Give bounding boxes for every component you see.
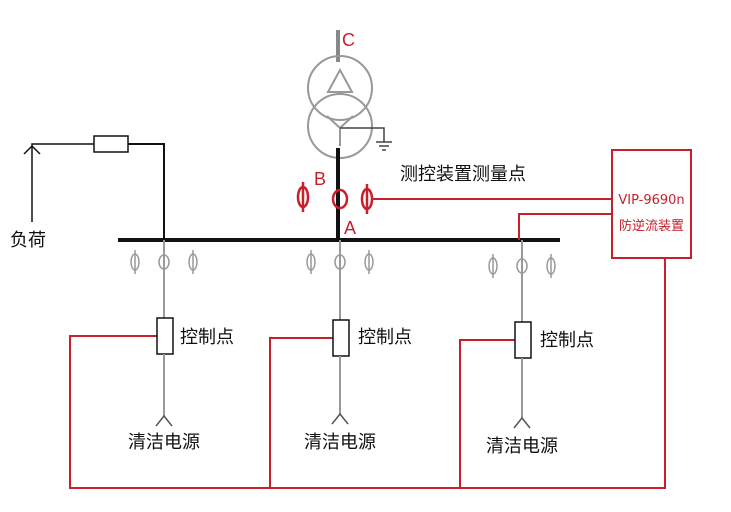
measurement-ct-group bbox=[296, 182, 374, 214]
control-point-switch-1 bbox=[156, 317, 174, 355]
device-feedback-line bbox=[518, 213, 612, 240]
label-point-c: C bbox=[342, 30, 355, 50]
control-point-switch-3 bbox=[514, 321, 532, 359]
clean-source-branch-1 bbox=[130, 240, 198, 427]
label-clean-source-2: 清洁电源 bbox=[304, 432, 376, 453]
label-control-point-3: 控制点 bbox=[540, 330, 594, 351]
anti-backflow-device bbox=[611, 149, 692, 259]
device-name: 防逆流装置 bbox=[619, 218, 684, 234]
control-wiring bbox=[69, 258, 666, 489]
clean-source-branch-3 bbox=[488, 240, 556, 429]
label-control-point-2: 控制点 bbox=[358, 327, 412, 348]
label-clean-source-3: 清洁电源 bbox=[486, 436, 558, 457]
label-load: 负荷 bbox=[10, 230, 46, 251]
device-model: VIP-9690n bbox=[618, 193, 684, 208]
label-clean-source-1: 清洁电源 bbox=[128, 432, 200, 453]
control-point-switch-2 bbox=[332, 319, 350, 357]
label-measure-point: 测控装置测量点 bbox=[400, 164, 526, 185]
load-branch bbox=[23, 135, 165, 240]
label-point-b: B bbox=[314, 169, 326, 189]
label-point-a: A bbox=[344, 218, 356, 238]
clean-source-branch-2 bbox=[306, 240, 374, 425]
label-control-point-1: 控制点 bbox=[180, 327, 234, 348]
